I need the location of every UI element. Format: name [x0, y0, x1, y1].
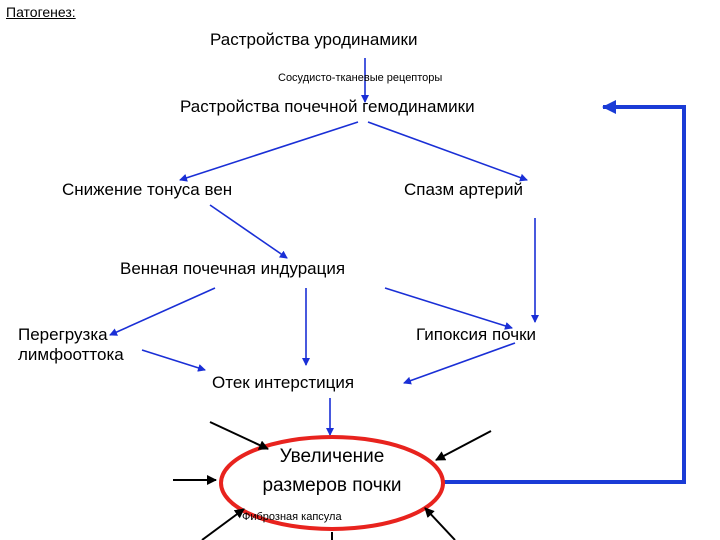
black-arrow-top-left — [209, 421, 269, 450]
node-hemodynamics: Растройства почечной гемодинамики — [180, 97, 475, 116]
kidney-enlargement-ellipse — [219, 435, 445, 531]
feedback-loop-arrow — [442, 100, 686, 484]
page-title: Патогенез: — [6, 4, 76, 20]
node-lymph-line2: лимфооттока — [18, 345, 124, 364]
arrow-hypoxia-to-edema — [403, 342, 516, 385]
black-arrow-bottom-right — [424, 507, 456, 540]
node-capsule: Фиброзная капсула — [242, 511, 342, 523]
node-hypoxia: Гипоксия почки — [416, 325, 537, 344]
black-arrow-bottom-left — [201, 508, 245, 540]
node-enlargement-line1: Увеличение — [279, 446, 385, 467]
node-vein-tone: Снижение тонуса вен — [62, 180, 233, 199]
arrow-lymph-to-edema — [141, 349, 206, 372]
node-induration: Венная почечная индурация — [120, 259, 346, 278]
node-edema: Отек интерстиция — [212, 373, 355, 392]
node-receptors: Сосудисто-тканевые рецепторы — [278, 72, 443, 84]
node-enlargement-line2: размеров почки — [262, 475, 402, 496]
arrow-hemodynamics-to-artery-spasm — [367, 121, 528, 182]
arrow-vein-tone-to-induration — [209, 204, 288, 259]
arrow-induration-to-hypoxia — [384, 287, 513, 330]
arrow-hemodynamics-to-vein-tone — [179, 121, 359, 182]
node-artery-spasm: Спазм артерий — [404, 180, 523, 199]
black-arrow-top-right — [435, 430, 492, 461]
arrow-induration-to-lymph — [109, 287, 216, 336]
node-urodynamics: Растройства уродинамики — [210, 30, 418, 49]
node-lymph-line1: Перегрузка — [18, 325, 108, 344]
